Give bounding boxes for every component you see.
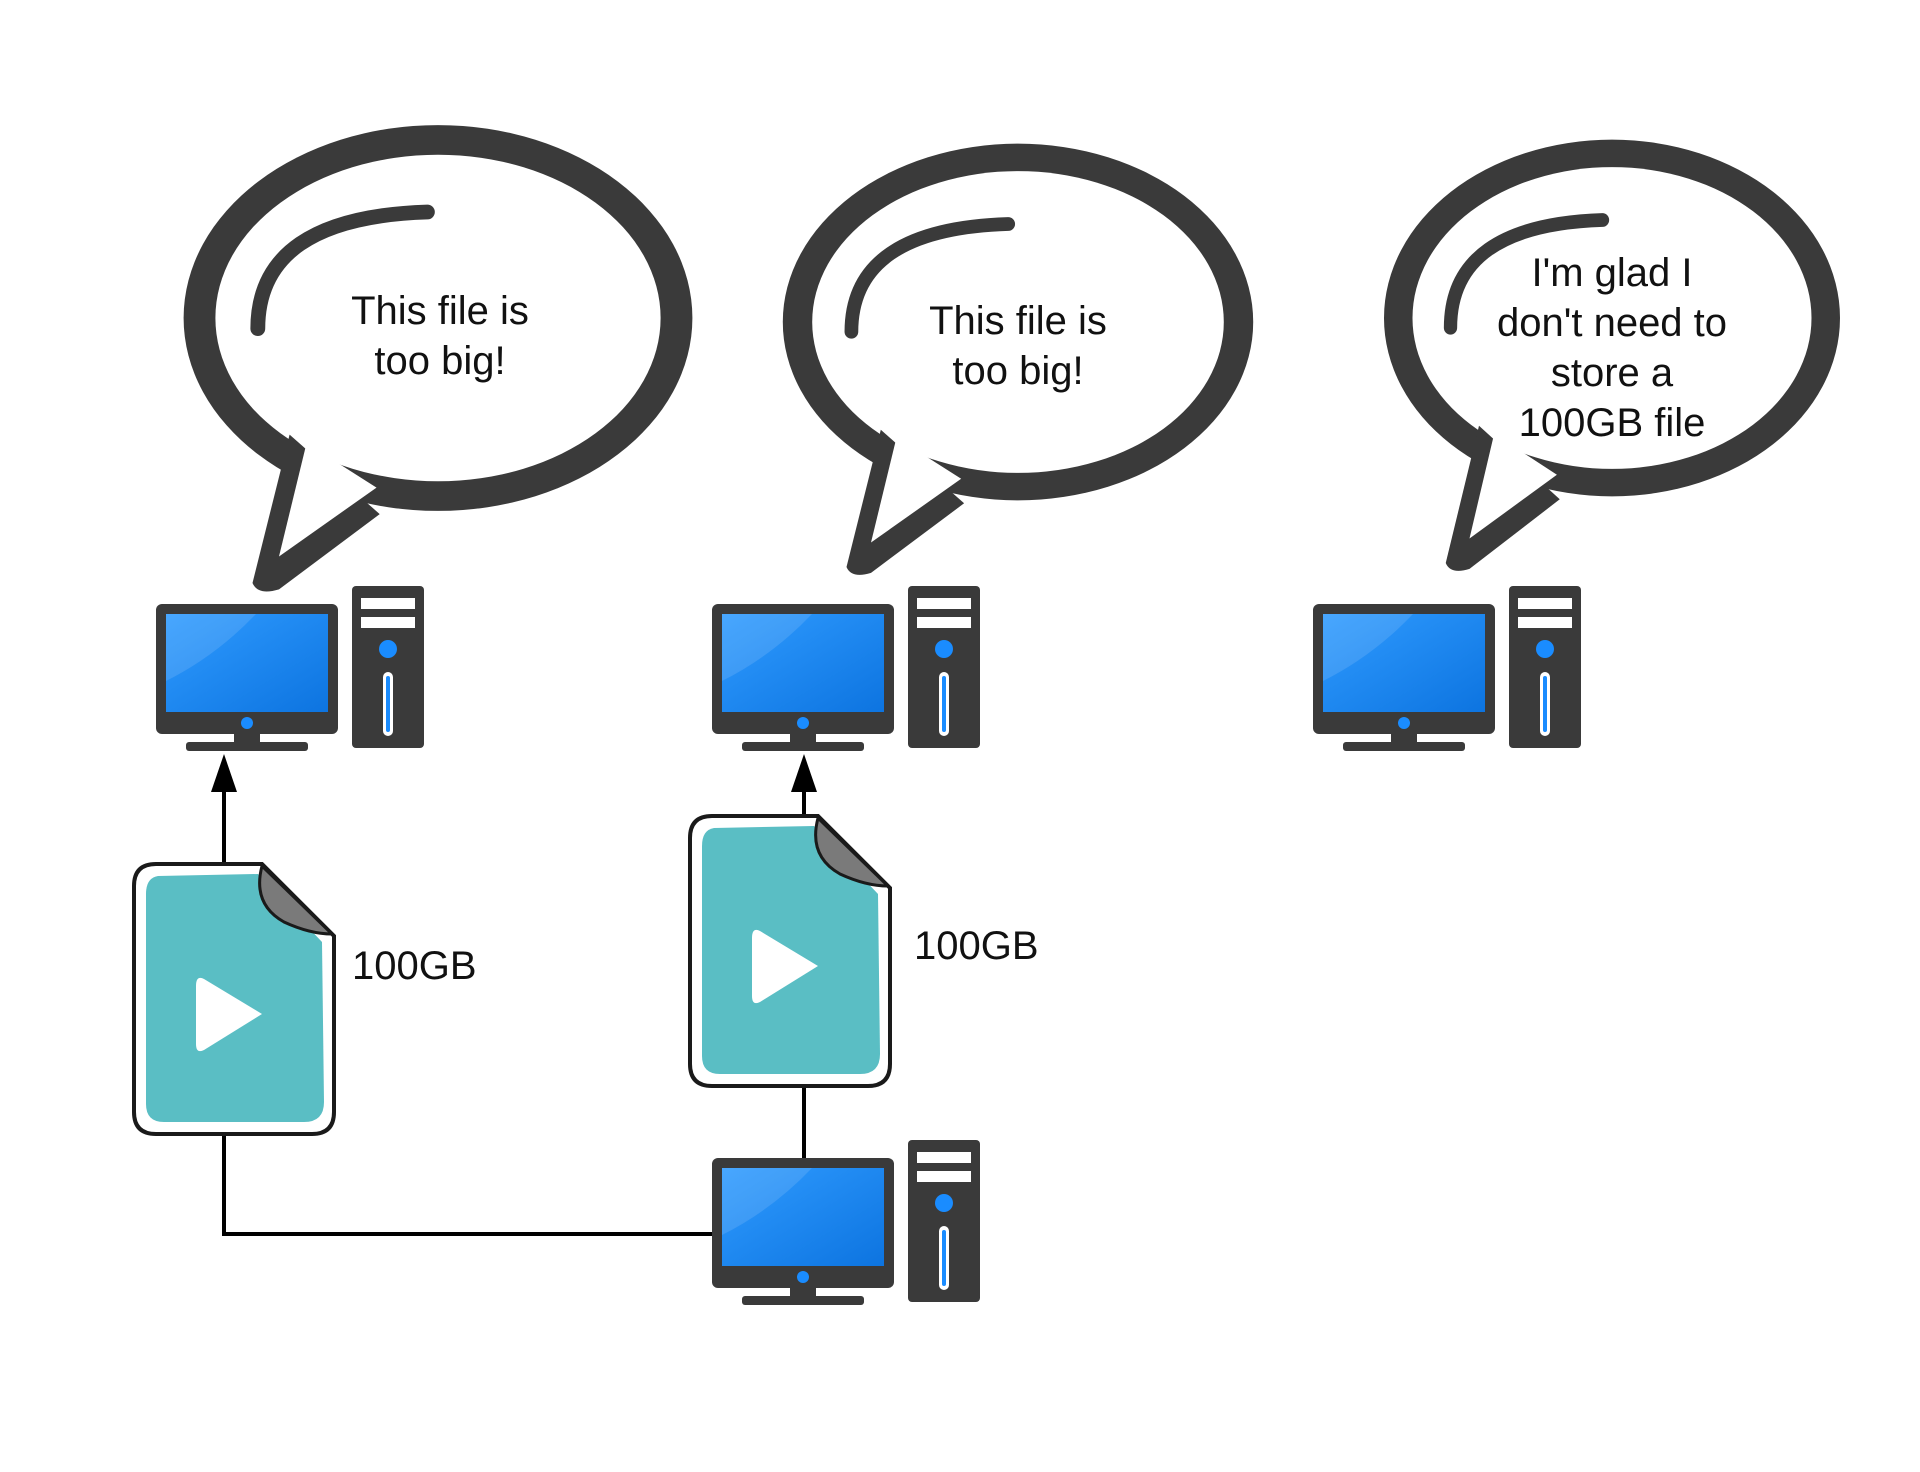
desktop-computer-icon (712, 1140, 980, 1305)
speech-bubble-text: This file is too big! (351, 289, 529, 383)
speech-bubble-text: I'm glad I don't need to store a 100GB f… (1496, 251, 1728, 445)
file-size-label: 100GB (914, 924, 1039, 968)
file-size-label: 100GB (352, 944, 477, 988)
arrow-head-icon (791, 754, 817, 792)
video-file-icon (688, 814, 892, 1088)
connector-line (222, 1128, 712, 1236)
desktop-computer-icon (712, 586, 980, 751)
desktop-computer-icon (1313, 586, 1581, 751)
desktop-computer-icon (156, 586, 424, 751)
speech-bubble-text: This file is too big! (929, 299, 1107, 393)
arrow-head-icon (211, 754, 237, 792)
video-file-icon (132, 862, 336, 1136)
